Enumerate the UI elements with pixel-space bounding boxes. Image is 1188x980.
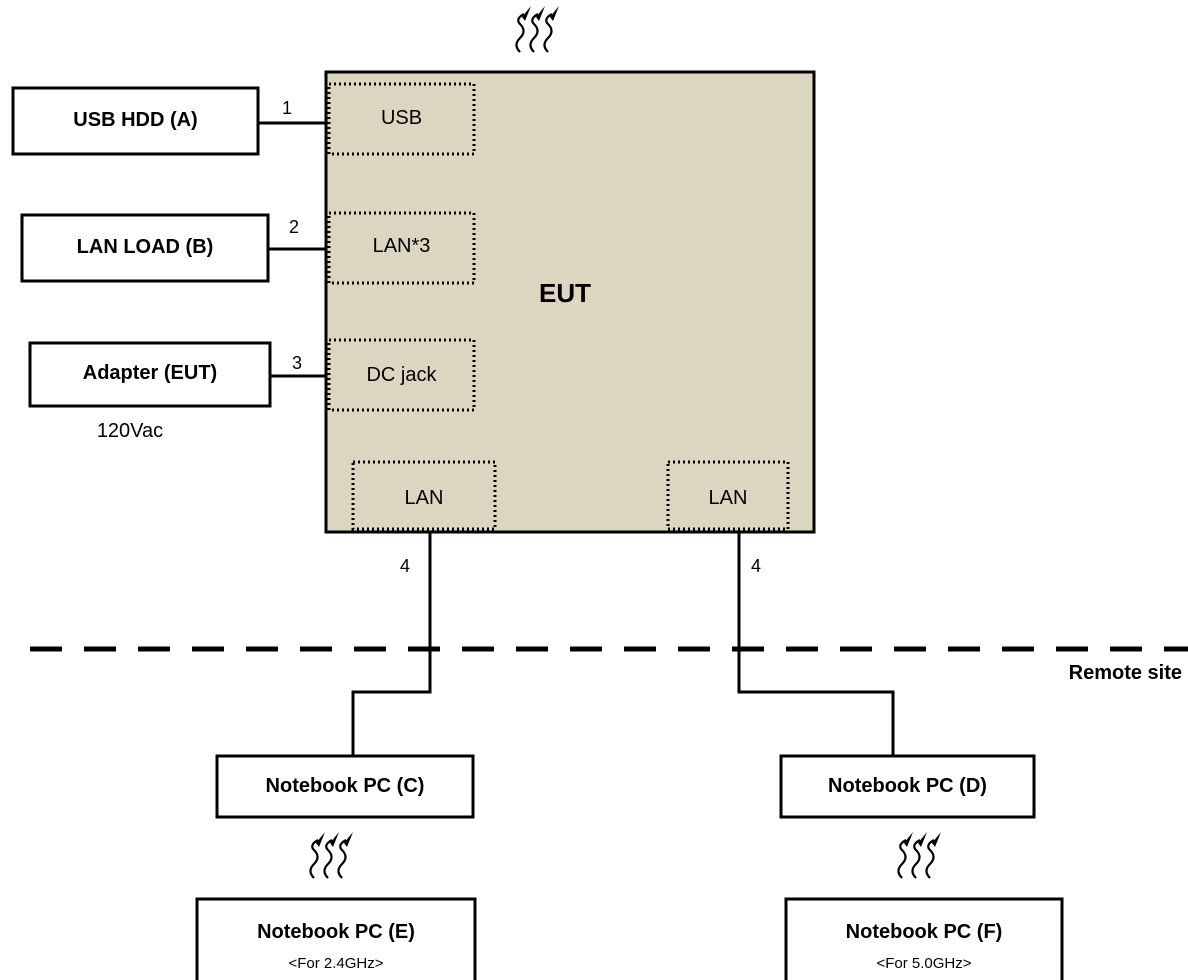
notebook-f-box — [784, 897, 1064, 980]
usb-hdd-label: USB HDD (A) — [73, 109, 198, 131]
cable-2-label: 2 — [288, 217, 299, 237]
notebook-f-label: Notebook PC (F) — [845, 921, 1003, 943]
wireless-signal-icon — [515, 4, 561, 54]
lan-left-port-label: LAN — [404, 487, 444, 509]
cable-4-left — [351, 532, 432, 756]
dc-jack-port-box — [327, 338, 476, 412]
lan-left-port-box — [351, 460, 497, 531]
lan3-port-label: LAN*3 — [372, 235, 431, 257]
remote-site-label: Remote site — [1068, 662, 1182, 684]
notebook-e-box — [195, 897, 477, 980]
notebook-f-note: <For 5.0GHz> — [876, 955, 972, 972]
notebook-e-label: Notebook PC (E) — [257, 921, 415, 943]
usb-port-label: USB — [380, 107, 423, 129]
adapter-voltage-label: 120Vac — [96, 420, 164, 442]
wireless-signal-icon — [309, 830, 355, 880]
lan-load-label: LAN LOAD (B) — [76, 236, 214, 258]
notebook-c-label: Notebook PC (C) — [265, 775, 425, 797]
lan-right-port-label: LAN — [708, 487, 748, 509]
wireless-signal-icon — [897, 830, 943, 880]
cable-4-left-label: 4 — [399, 556, 410, 576]
cable-3-label: 3 — [291, 353, 302, 373]
notebook-c-box — [215, 754, 475, 819]
usb-hdd-box — [11, 86, 260, 156]
adapter-label: Adapter (EUT) — [82, 362, 218, 384]
eut-box — [324, 70, 816, 534]
notebook-e-note: <For 2.4GHz> — [288, 955, 384, 972]
adapter-box — [28, 341, 272, 408]
eut-label: EUT — [539, 278, 591, 308]
notebook-d-box — [779, 754, 1036, 819]
lan-right-port-box — [666, 460, 790, 531]
cable-1-label: 1 — [281, 98, 292, 118]
dc-jack-port-label: DC jack — [366, 364, 437, 386]
cable-4-right — [737, 532, 895, 756]
lan-load-box — [20, 213, 270, 283]
notebook-d-label: Notebook PC (D) — [828, 775, 987, 797]
usb-port-box — [327, 82, 476, 156]
cable-4-right-label: 4 — [750, 556, 761, 576]
lan3-port-box — [327, 211, 476, 285]
